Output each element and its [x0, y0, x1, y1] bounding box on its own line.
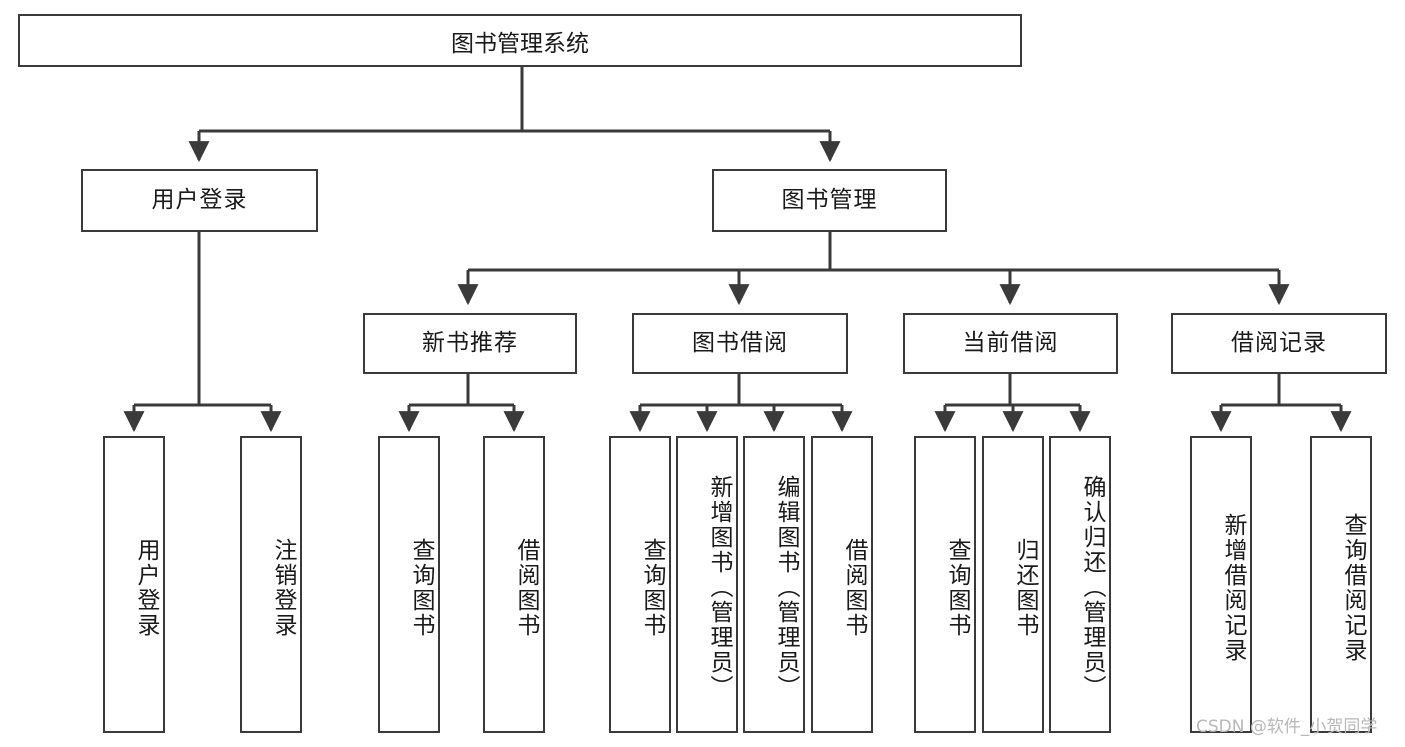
node-leaf-add-record-label: 新增借阅记录	[1220, 512, 1246, 663]
node-leaf-borrow-book-2-label: 借阅图书	[841, 537, 867, 638]
node-leaf-query-book-1[interactable]: 查询图书	[378, 436, 440, 733]
node-leaf-query-book-2-label: 查询图书	[639, 537, 665, 638]
node-root[interactable]: 图书管理系统	[18, 14, 1022, 67]
node-new-book-recommend[interactable]: 新书推荐	[363, 313, 577, 374]
node-leaf-edit-book-label: 编辑图书（管理员）	[773, 475, 799, 700]
node-leaf-query-book-1-label: 查询图书	[408, 537, 434, 638]
node-leaf-query-record-label: 查询借阅记录	[1340, 512, 1366, 663]
node-leaf-query-record[interactable]: 查询借阅记录	[1310, 436, 1372, 733]
node-leaf-edit-book[interactable]: 编辑图书（管理员）	[743, 436, 805, 733]
node-book-borrow[interactable]: 图书借阅	[632, 313, 848, 374]
node-leaf-borrow-book-1[interactable]: 借阅图书	[483, 436, 545, 733]
node-leaf-user-login[interactable]: 用户登录	[103, 436, 165, 733]
node-user-login[interactable]: 用户登录	[81, 169, 318, 232]
node-leaf-borrow-book-2[interactable]: 借阅图书	[811, 436, 873, 733]
node-current-borrow-label: 当前借阅	[962, 329, 1059, 356]
node-book-manage-label: 图书管理	[781, 186, 878, 213]
node-leaf-confirm-return-label: 确认归还（管理员）	[1079, 475, 1105, 700]
node-leaf-user-login-label: 用户登录	[133, 537, 159, 638]
node-leaf-return-book-label: 归还图书	[1012, 537, 1038, 638]
node-leaf-logout[interactable]: 注销登录	[240, 436, 302, 733]
node-leaf-query-book-2[interactable]: 查询图书	[609, 436, 671, 733]
node-leaf-logout-label: 注销登录	[270, 537, 296, 638]
node-leaf-add-record[interactable]: 新增借阅记录	[1190, 436, 1252, 733]
node-book-borrow-label: 图书借阅	[692, 329, 788, 356]
node-book-manage[interactable]: 图书管理	[712, 169, 947, 232]
node-root-label: 图书管理系统	[451, 30, 589, 57]
node-borrow-record[interactable]: 借阅记录	[1171, 313, 1387, 374]
node-leaf-query-book-3[interactable]: 查询图书	[914, 436, 976, 733]
node-borrow-record-label: 借阅记录	[1231, 329, 1327, 356]
node-leaf-add-book[interactable]: 新增图书（管理员）	[676, 436, 738, 733]
watermark: CSDN @软件_小贺同学	[1196, 717, 1378, 737]
node-leaf-borrow-book-1-label: 借阅图书	[513, 537, 539, 638]
node-current-borrow[interactable]: 当前借阅	[903, 313, 1118, 374]
node-new-book-recommend-label: 新书推荐	[422, 329, 518, 356]
node-leaf-add-book-label: 新增图书（管理员）	[706, 475, 732, 700]
node-leaf-query-book-3-label: 查询图书	[944, 537, 970, 638]
node-leaf-confirm-return[interactable]: 确认归还（管理员）	[1049, 436, 1111, 733]
node-user-login-label: 用户登录	[151, 186, 248, 213]
node-leaf-return-book[interactable]: 归还图书	[982, 436, 1044, 733]
